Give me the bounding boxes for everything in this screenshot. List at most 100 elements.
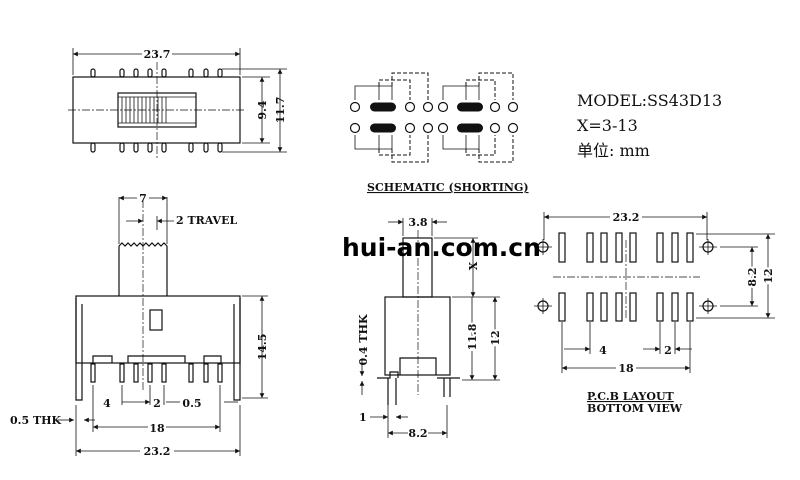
pad: [558, 232, 566, 263]
pad: [600, 292, 608, 322]
front-body: [384, 296, 451, 376]
pin: [90, 142, 96, 153]
pad: [615, 232, 623, 263]
pad: [671, 232, 679, 263]
pad: [686, 292, 694, 322]
unit-line: 单位: mm: [577, 141, 650, 160]
pin: [119, 363, 125, 383]
pad: [671, 292, 679, 322]
pin: [161, 363, 167, 383]
pin: [133, 142, 139, 153]
pin: [133, 363, 139, 383]
crosshair: [699, 239, 717, 255]
dim-pitch-2: 2: [153, 397, 161, 410]
crosshair: [699, 298, 717, 314]
contact-icon: [489, 122, 501, 134]
contact-icon: [507, 122, 519, 134]
contact-icon: [437, 122, 449, 134]
dim-side-height: 14.5: [256, 334, 269, 361]
dim-actuator-width: 7: [139, 192, 147, 205]
pad: [656, 232, 664, 263]
dim-body-height: 11.8: [466, 323, 479, 350]
contact-icon: [349, 101, 361, 113]
shorting-bar-icon: [370, 123, 396, 133]
pin: [133, 68, 139, 78]
dim-front-actuator-width: 3.8: [408, 216, 427, 229]
pin: [188, 68, 194, 78]
dim-row-span: 12: [762, 268, 775, 283]
shorting-bar-icon: [457, 102, 483, 112]
pad: [600, 232, 608, 263]
shorting-bar-icon: [370, 102, 396, 112]
pin: [147, 363, 153, 383]
dashed-link: [465, 135, 514, 163]
pin: [147, 142, 153, 153]
pad: [558, 292, 566, 322]
dim-top-width: 23.7: [144, 48, 171, 61]
schematic: SCHEMATIC (SHORTING): [349, 72, 529, 194]
contact-icon: [422, 101, 434, 113]
contact-icon: [404, 122, 416, 134]
pin: [217, 142, 223, 153]
pin: [217, 363, 223, 383]
pad: [629, 232, 637, 263]
pad: [586, 232, 594, 263]
pin: [188, 142, 194, 153]
side-window: [149, 309, 163, 331]
pad: [629, 292, 637, 322]
contact-icon: [404, 101, 416, 113]
pin: [203, 363, 209, 383]
dim-front-pin-span: 8.2: [408, 427, 427, 440]
dim-pitch-4: 4: [103, 397, 111, 410]
watermark: hui-an.com.cn: [342, 233, 541, 262]
crosshair: [534, 298, 552, 314]
x-range-line: X=3-13: [577, 116, 638, 135]
dim-front-thickness: 0.4 THK: [357, 314, 370, 366]
dim-pin-span: 18: [149, 422, 165, 435]
shorting-bar-icon: [457, 123, 483, 133]
dim-pcb-overall: 23.2: [613, 211, 640, 224]
pcb-subcaption: BOTTOM VIEW: [587, 402, 683, 415]
contact-icon: [489, 101, 501, 113]
solid-link: [442, 135, 480, 150]
dim-pcb-pitch-2: 2: [664, 344, 672, 357]
dim-pcb-pin-span: 18: [618, 362, 634, 375]
dim-actuator-height: X: [467, 261, 480, 270]
solid-link: [354, 85, 393, 100]
pad: [586, 292, 594, 322]
dashed-link: [378, 135, 429, 163]
dim-travel: 2 TRAVEL: [176, 214, 237, 227]
dim-thickness: 0.5 THK: [10, 414, 62, 427]
dim-total-height: 12: [489, 330, 502, 345]
pin: [147, 68, 153, 78]
model-line: MODEL:SS43D13: [577, 91, 722, 110]
pin: [161, 68, 167, 78]
dim-overall-width: 23.2: [144, 445, 171, 458]
pin: [188, 363, 194, 383]
dashed-link: [378, 72, 429, 100]
pcb-layout: 23.2 8.2 12 4 2 18 P.C.B LAYOUT BOTTOM V…: [534, 211, 777, 415]
front-view: 3.8 X 11.8 12 0.4 THK 1 8.2: [357, 216, 504, 440]
pad: [615, 292, 623, 322]
pcb-caption: P.C.B LAYOUT: [587, 390, 675, 403]
contact-icon: [422, 122, 434, 134]
side-view: 7 2 TRAVEL 14.5 4 2 0.5 0.5 THK 18 23.2: [10, 192, 269, 458]
pin: [161, 142, 167, 153]
pin: [203, 142, 209, 153]
model-info: MODEL:SS43D13 X=3-13 单位: mm: [577, 91, 722, 160]
side-pins: [90, 363, 223, 383]
dim-pcb-pitch-4: 4: [599, 344, 607, 357]
top-pins: [90, 68, 223, 153]
pin: [90, 68, 96, 78]
contact-icon: [437, 101, 449, 113]
pad: [686, 232, 694, 263]
solid-link: [354, 135, 393, 150]
pin: [217, 68, 223, 78]
pin: [90, 363, 96, 383]
pin: [119, 68, 125, 78]
dashed-link: [465, 72, 514, 100]
solid-link: [442, 85, 480, 100]
pin: [203, 68, 209, 78]
contact-icon: [507, 101, 519, 113]
